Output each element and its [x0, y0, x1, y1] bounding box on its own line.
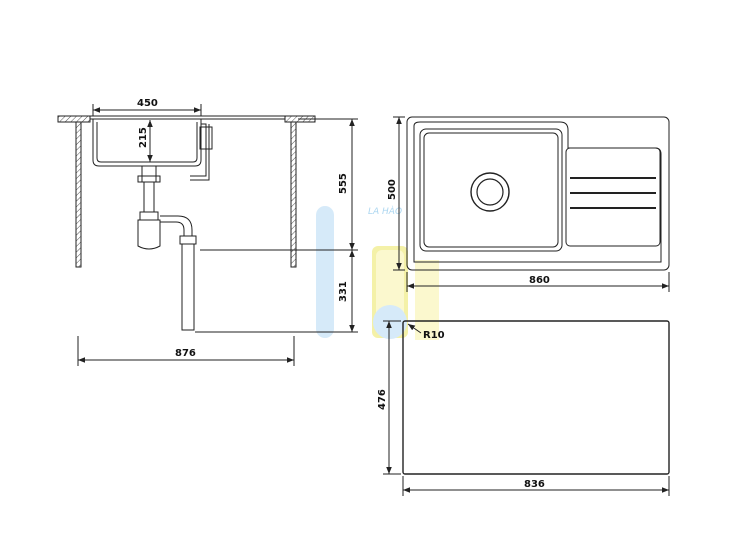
drainboard: [565, 147, 661, 247]
dim-cutout-width: 836: [524, 479, 545, 490]
dim-sink-width: 860: [529, 275, 550, 286]
drain-outer-ring: [470, 172, 510, 212]
cutout-template-view: [383, 320, 670, 496]
overflow-pipe: [190, 123, 210, 181]
sink-outer-outline: [406, 116, 670, 271]
bowl-basin: [419, 128, 563, 252]
dim-drain-height: 331: [338, 281, 349, 302]
countertop-left: [57, 115, 91, 123]
dim-cutout-depth: 476: [377, 389, 388, 410]
dim-sink-depth: 500: [387, 179, 398, 200]
waste-pipe: [181, 243, 195, 331]
watermark-logo: LA HÀO: [316, 205, 439, 340]
dim-under-height: 555: [338, 173, 349, 194]
watermark-text: LA HÀO: [368, 205, 402, 217]
sink-plan-view: [393, 116, 670, 292]
side-section-view: [57, 104, 358, 366]
cabinet-wall-right: [290, 121, 297, 268]
dim-bowl-width: 450: [137, 98, 158, 109]
drain-fitting: [141, 165, 157, 183]
cutout-outline: [402, 320, 670, 475]
dim-bowl-depth: 215: [138, 127, 149, 148]
p-trap: [137, 219, 161, 250]
dim-corner-radius: R10: [423, 330, 445, 341]
cabinet-wall-left: [75, 121, 82, 268]
dim-cabinet-width: 876: [175, 348, 196, 359]
sink-inner-outline: [413, 121, 662, 263]
